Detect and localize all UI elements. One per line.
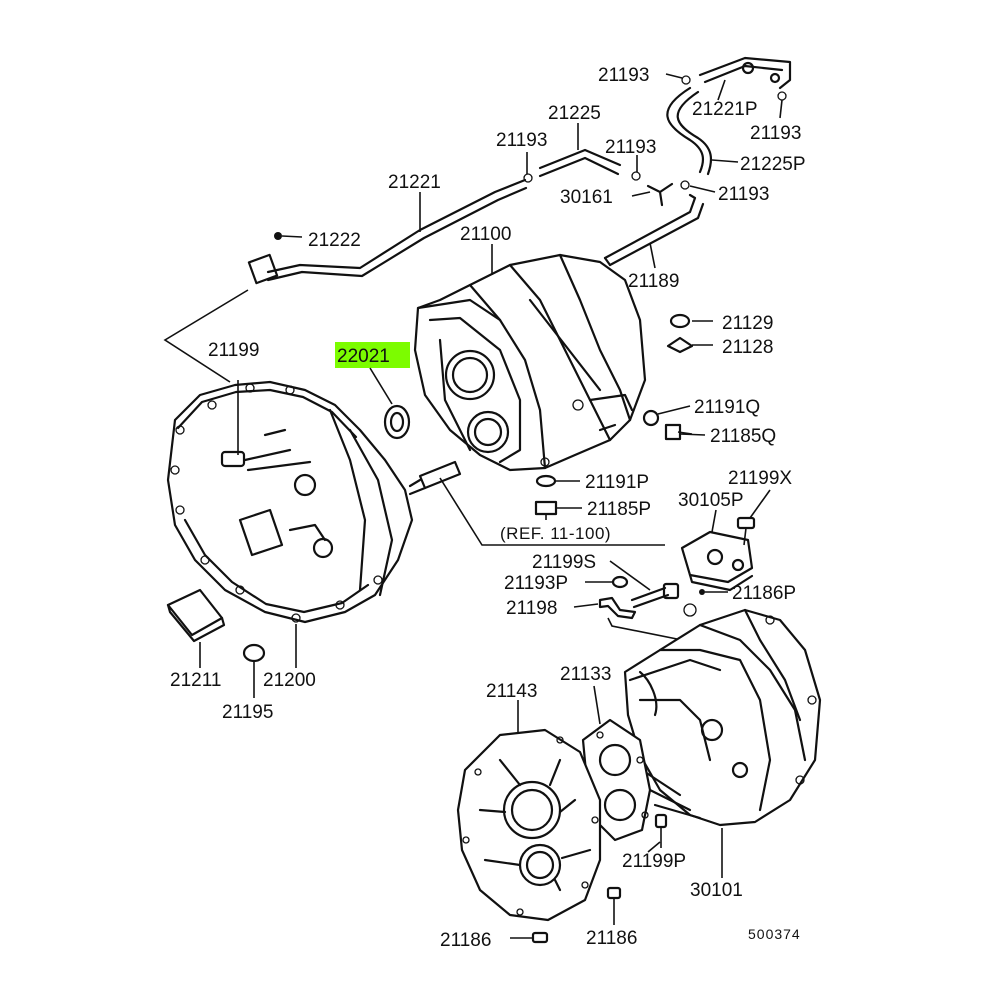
cover-21211-drawing [166,588,224,637]
pin-21186P-drawing [699,589,728,595]
leader-21199P [647,841,661,853]
label-30105P[interactable]: 30105P [678,490,744,511]
leader-21198-case [607,617,683,641]
clip-30161-drawing [646,182,674,207]
label-21221P[interactable]: 21221P [692,99,758,120]
breather-bracket-drawing [681,56,792,101]
label-21199S[interactable]: 21199S [532,552,596,573]
bolt-21199X-drawing [736,516,756,546]
hose-21225-drawing [523,148,641,183]
label-21199P[interactable]: 21199P [622,851,686,872]
label-21129[interactable]: 21129 [722,313,773,334]
diagram-code: 500374 [748,926,801,942]
gasket-21191Q-drawing [642,409,660,427]
fitting-21193e-drawing [680,180,690,190]
bracket-21198-drawing [598,596,637,620]
label-21128[interactable]: 21128 [722,337,773,358]
leader-21193b [779,99,783,119]
label-21185P[interactable]: 21185P [587,499,651,520]
leader-21221-housing [163,289,249,383]
label-21221[interactable]: 21221 [388,172,441,193]
leader-21193a [665,73,683,79]
dowel-21186b-drawing [606,886,622,925]
leader-21199X [749,489,771,519]
leader-ref-11-100 [439,477,665,546]
label-30101[interactable]: 30101 [690,880,743,901]
label-30161[interactable]: 30161 [560,187,613,208]
leader-21198 [573,603,599,608]
label-21143[interactable]: 21143 [486,681,537,702]
plug-21185Q-drawing [664,423,693,441]
plug-21185P-drawing [534,500,558,520]
label-22021[interactable]: 22021 [337,346,390,367]
leader-22021 [369,367,393,405]
tube-ref-drawing [408,460,462,496]
leader-30161 [631,191,651,197]
clip-21193P-drawing [611,575,629,589]
dowel-21186a-drawing [510,931,549,944]
case-30101-drawing [623,603,822,827]
plug-21195-drawing [242,643,266,663]
leader-21189 [649,242,656,269]
label-21225P[interactable]: 21225P [740,154,806,175]
label-21200[interactable]: 21200 [263,670,316,691]
leader-21199S [609,560,651,591]
label-21186P[interactable]: 21186P [732,583,796,604]
label-21199X[interactable]: 21199X [728,468,792,489]
label-21186a[interactable]: 21186 [440,930,491,951]
gasket-21191P-drawing [535,474,557,488]
part-22021-highlight [335,342,410,368]
ref-note-11-100[interactable]: (REF. 11-100) [500,524,611,543]
label-21225[interactable]: 21225 [548,103,601,124]
label-21193e[interactable]: 21193 [718,184,769,205]
cap-21129-drawing [669,313,691,329]
leader-21191Q [657,405,691,415]
label-21186b[interactable]: 21186 [586,928,637,949]
label-21100[interactable]: 21100 [460,224,511,245]
label-21193c[interactable]: 21193 [496,130,547,151]
label-21133[interactable]: 21133 [560,664,611,685]
leader-21133 [593,685,601,725]
label-21191P[interactable]: 21191P [585,472,649,493]
label-21195[interactable]: 21195 [222,702,273,723]
label-21199[interactable]: 21199 [208,340,259,361]
label-21189[interactable]: 21189 [628,271,679,292]
plate-21143-drawing [456,728,602,922]
tube-21221-drawing [247,178,528,285]
label-21222[interactable]: 21222 [308,230,361,251]
case-21100-drawing [413,253,647,472]
hose-21225P-drawing [666,86,713,176]
leader-21225P [711,159,739,163]
pipe-21189-drawing [603,193,705,267]
plug-21128-drawing [666,336,694,354]
leader-21221P [717,79,726,101]
cover-21211-edge [166,603,226,643]
label-21193P[interactable]: 21193P [504,573,568,594]
cover-30105P-drawing [680,530,754,592]
label-21193b[interactable]: 21193 [750,123,801,144]
label-21198[interactable]: 21198 [506,598,557,619]
label-21185Q[interactable]: 21185Q [710,426,776,447]
label-21193a[interactable]: 21193 [598,65,649,86]
label-21193d[interactable]: 21193 [605,137,656,158]
bell-housing-21200-drawing [166,380,414,624]
label-21211[interactable]: 21211 [170,670,221,691]
leader-21185Q [679,433,706,436]
label-21191Q[interactable]: 21191Q [694,397,760,418]
leader-30105P [711,509,717,533]
seal-22021-drawing [383,404,411,440]
bolt-21199P-drawing [654,813,668,848]
leader-21193e [689,185,716,193]
bolt-21199S-drawing [630,582,680,609]
bolt-21222-drawing [274,232,303,240]
bolt-21199-drawing [220,380,246,468]
